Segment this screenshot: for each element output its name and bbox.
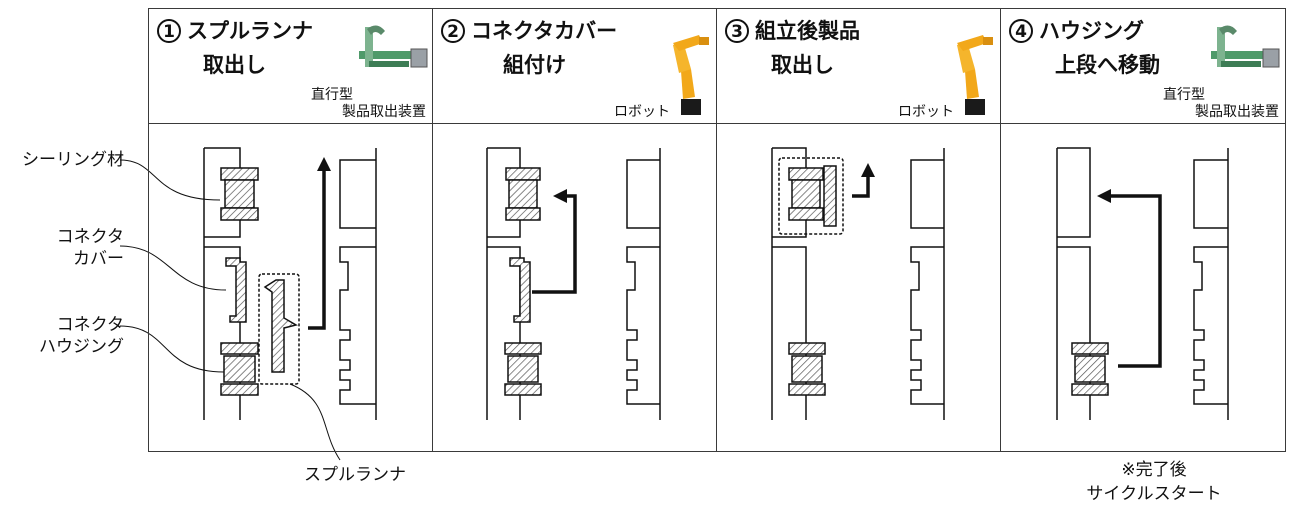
step-subtitle-2: 組付け <box>503 53 566 77</box>
device-label-1a: 直行型 <box>311 87 353 103</box>
step-number-badge: 2 <box>441 19 465 43</box>
leader-sealing <box>119 159 221 201</box>
device-label-4b: 製品取出装置 <box>1195 104 1279 120</box>
mold-right-4 <box>1193 148 1229 420</box>
connector-cover-2 <box>509 257 531 323</box>
step-number-badge: 1 <box>157 19 181 43</box>
arrow-3 <box>852 163 875 198</box>
step-subtitle-4: 上段へ移動 <box>1055 53 1160 77</box>
leader-runner <box>289 383 341 461</box>
arrow-2 <box>532 189 577 294</box>
label-connector-cover-line2: カバー <box>73 249 124 269</box>
label-connector-housing-line1: コネクタ <box>56 315 124 335</box>
note-cycle-start: ※完了後 サイクルスタート <box>1064 458 1244 506</box>
step-title-line1: 組立後製品 <box>755 19 860 43</box>
step-number-badge: 4 <box>1009 19 1033 43</box>
robot-arm-icon <box>673 35 709 115</box>
sealing-material-2 <box>505 167 541 221</box>
assembled-product <box>788 165 837 227</box>
mold-right-3 <box>910 148 945 420</box>
leader-cover <box>119 245 227 291</box>
step-number-badge: 3 <box>725 19 749 43</box>
label-sealing-material: シーリング材 <box>22 150 124 170</box>
connector-housing-2 <box>504 342 542 396</box>
step-subtitle-3: 取出し <box>771 53 834 77</box>
leader-housing <box>119 325 225 373</box>
label-connector-cover: コネクタ カバー <box>2 226 124 270</box>
panel-3-drawing <box>771 147 945 420</box>
sealing-material-1 <box>220 167 259 221</box>
sprue-runner-box <box>258 273 300 385</box>
mold-right-1 <box>339 148 377 420</box>
step-title-line1: コネクタカバー <box>471 19 618 43</box>
gantry-robot-icon <box>359 25 428 68</box>
panel-2-drawing <box>486 147 661 420</box>
label-connector-cover-line1: コネクタ <box>56 227 124 247</box>
arrow-4 <box>1097 189 1162 368</box>
robot-arm-icon <box>957 35 993 115</box>
device-label-1b: 製品取出装置 <box>342 104 426 120</box>
mold-right-2 <box>626 148 661 420</box>
gantry-robot-icon <box>1211 25 1280 68</box>
connector-housing-4 <box>1071 342 1109 396</box>
panel-4-drawing <box>1056 147 1229 420</box>
panel-1-drawing <box>119 147 377 461</box>
note-line2: サイクルスタート <box>1086 484 1222 504</box>
sprue-runner <box>263 279 298 373</box>
device-label-2: ロボット <box>614 104 670 120</box>
product-box-dashed <box>778 157 844 235</box>
step-title-line1: ハウジング <box>1039 19 1144 43</box>
device-label-4a: 直行型 <box>1163 87 1205 103</box>
device-label-3: ロボット <box>898 104 954 120</box>
label-connector-housing: コネクタ ハウジング <box>2 314 124 358</box>
connector-cover-1 <box>225 257 247 323</box>
connector-housing-1 <box>220 342 259 396</box>
note-line1: ※完了後 <box>1121 460 1187 480</box>
step-title-line1: スプルランナ <box>187 19 313 43</box>
label-connector-housing-line2: ハウジング <box>39 337 124 357</box>
label-sprue-runner: スプルランナ <box>304 465 406 485</box>
arrow-1 <box>308 157 331 330</box>
step-subtitle-1: 取出し <box>203 53 266 77</box>
connector-housing-3 <box>788 342 826 396</box>
